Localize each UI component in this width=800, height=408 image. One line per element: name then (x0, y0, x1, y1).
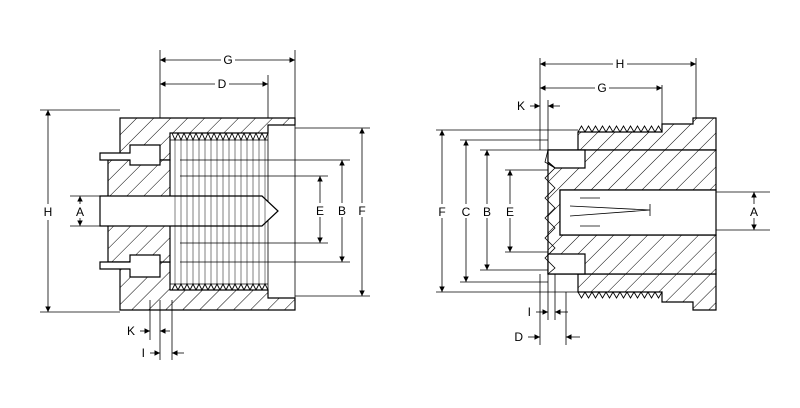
left-thread-tooth-top (183, 132, 191, 142)
right-thread-tooth-bottom (654, 291, 663, 299)
right-thread-tooth-top (640, 125, 649, 133)
right-front-serrations (544, 149, 556, 275)
left-thread-tooth-bottom (237, 282, 245, 291)
right-dim-D-label: D (514, 330, 523, 344)
left-thread-tooth-bottom (219, 282, 227, 291)
right-dim-B-label: B (483, 205, 491, 219)
left-thread-tooth-top (195, 132, 203, 142)
left-thread-tooth-bottom (189, 282, 197, 291)
left-thread-tooth-bottom (225, 282, 233, 291)
right-thread-tooth-top (598, 125, 607, 133)
right-thread-tooth-bottom (633, 291, 642, 299)
left-thread-tooth-top (255, 132, 263, 142)
right-thread-tooth-bottom (612, 291, 621, 299)
right-thread-tooth-top (591, 125, 600, 133)
left-thread-tooth-bottom (261, 282, 269, 291)
left-thread-tooth-top (213, 132, 221, 142)
right-dim-K-label: K (517, 99, 525, 113)
right-thread-tooth-top (612, 125, 621, 133)
right-thread-tooth-bottom (605, 291, 614, 299)
right-thread-tooth-top (577, 125, 586, 133)
right-thread-tooth-top (584, 125, 593, 133)
left-dim-H-label: H (44, 205, 53, 219)
left-thread-tooth-top (189, 132, 197, 142)
right-thread-tooth-bottom (647, 291, 656, 299)
left-dim-D-label: D (218, 77, 227, 91)
left-thread-tooth-bottom (177, 282, 185, 291)
right-connector-view: H G K F C B E A I D (435, 56, 770, 345)
left-thread-tooth-bottom (201, 282, 209, 291)
right-thread-tooth-bottom (584, 291, 593, 299)
right-thread-tooth-bottom (640, 291, 649, 299)
left-thread-tooth-bottom (195, 282, 203, 291)
right-thread-tooth-top (647, 125, 656, 133)
left-thread-tooth-top (237, 132, 245, 142)
right-dim-C-label: C (462, 205, 471, 219)
right-external-threads (577, 125, 663, 299)
left-thread-tooth-top (243, 132, 251, 142)
left-thread-tooth-top (171, 132, 179, 142)
right-dim-H-label: H (616, 57, 625, 71)
right-thread-tooth-bottom (591, 291, 600, 299)
left-dim-E-label: E (316, 204, 324, 218)
right-thread-tooth-top (619, 125, 628, 133)
left-dim-B-label: B (338, 204, 346, 218)
right-thread-tooth-top (654, 125, 663, 133)
left-thread-tooth-bottom (249, 282, 257, 291)
left-thread-tooth-bottom (207, 282, 215, 291)
left-thread-tooth-bottom (171, 282, 179, 291)
right-socket-contact (559, 189, 717, 236)
left-dim-K-label: K (127, 324, 135, 338)
left-thread-tooth-top (249, 132, 257, 142)
right-front-slot-top (547, 149, 586, 169)
left-contact-pin (99, 195, 279, 227)
right-dim-A-label: A (750, 205, 758, 219)
left-thread-tooth-bottom (255, 282, 263, 291)
left-thread-tooth-top (231, 132, 239, 142)
right-thread-tooth-top (626, 125, 635, 133)
right-dim-F-label: F (438, 205, 445, 219)
left-thread-tooth-bottom (183, 282, 191, 291)
right-dim-G-label: G (597, 81, 606, 95)
left-thread-tooth-top (201, 132, 209, 142)
right-thread-tooth-bottom (598, 291, 607, 299)
left-contact-clip-top (99, 144, 161, 166)
left-thread-tooth-bottom (213, 282, 221, 291)
left-dim-A-label: A (76, 205, 84, 219)
left-thread-tooth-bottom (243, 282, 251, 291)
left-thread-tooth-top (225, 132, 233, 142)
left-dim-I-label: I (142, 346, 145, 360)
left-thread-tooth-top (207, 132, 215, 142)
right-shell-top (577, 117, 717, 151)
right-front-slot-bottom (547, 253, 586, 275)
right-thread-tooth-bottom (619, 291, 628, 299)
left-thread-tooth-top (177, 132, 185, 142)
left-thread-tooth-top (219, 132, 227, 142)
right-thread-tooth-top (633, 125, 642, 133)
right-thread-tooth-top (605, 125, 614, 133)
left-dim-G-label: G (223, 53, 232, 67)
left-connector-view: G D H A E B F K I (40, 50, 370, 360)
right-thread-tooth-bottom (577, 291, 586, 299)
right-dim-E-label: E (506, 205, 514, 219)
left-contact-clip-bottom (99, 254, 161, 278)
left-thread-tooth-top (261, 132, 269, 142)
right-thread-tooth-bottom (626, 291, 635, 299)
left-thread-tooth-bottom (231, 282, 239, 291)
left-dim-F-label: F (358, 204, 365, 218)
right-dim-I-label: I (528, 305, 531, 319)
